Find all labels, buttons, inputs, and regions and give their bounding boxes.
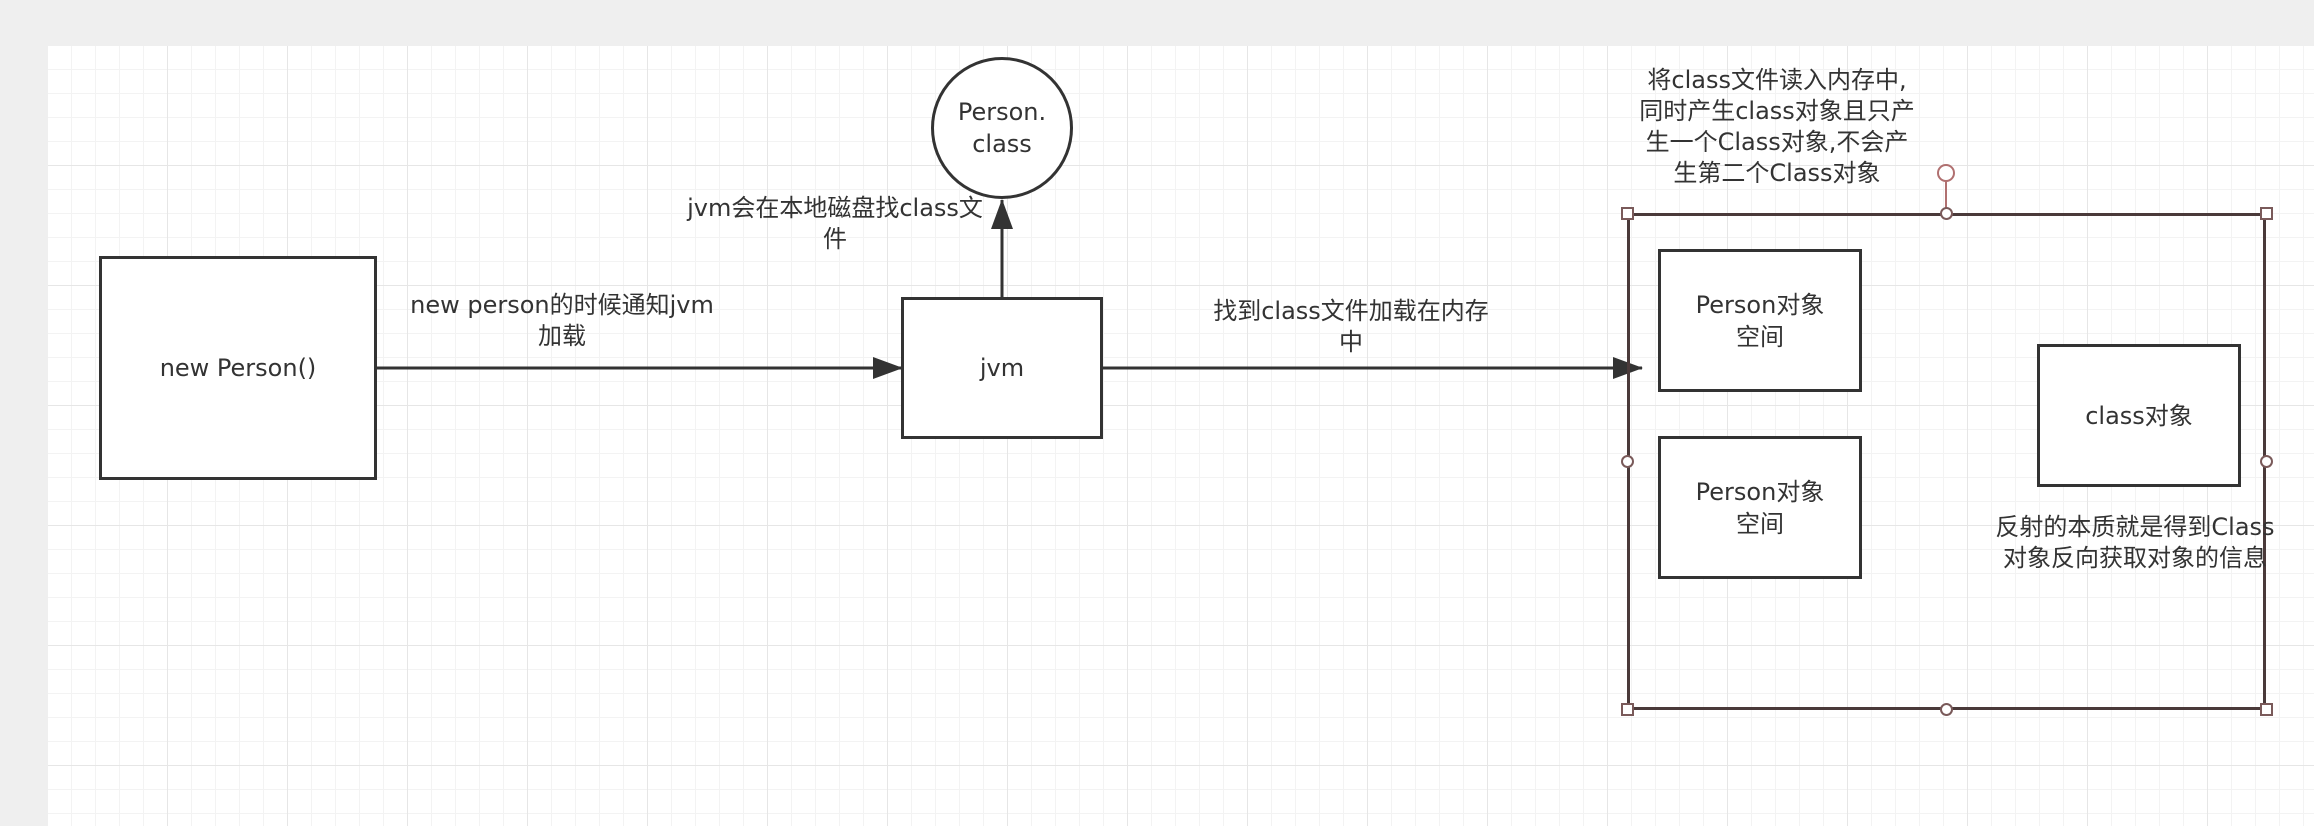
edge-label-jvm-to-memory: 找到class文件加载在内存 中 [1213, 297, 1489, 356]
resize-handle-ne[interactable] [2260, 207, 2273, 220]
resize-handle-se[interactable] [2260, 703, 2273, 716]
node-person-class-label-1: Person. [957, 98, 1047, 126]
rotate-handle-stem [1945, 181, 1947, 214]
node-person-space-2[interactable]: Person对象 空间 [1658, 436, 1862, 579]
node-new-person-label: new Person() [159, 354, 317, 382]
resize-handle-n[interactable] [1940, 207, 1953, 220]
node-new-person[interactable]: new Person() [99, 256, 377, 480]
node-jvm[interactable]: jvm [901, 297, 1103, 439]
note-reflection: 反射的本质就是得到Class 对象反向获取对象的信息 [1995, 513, 2275, 572]
rotate-handle[interactable] [1937, 164, 1955, 182]
resize-handle-w[interactable] [1621, 455, 1634, 468]
edge-label-jvm-to-class: jvm会在本地磁盘找class文 件 [687, 194, 983, 253]
node-person-class-label-2: class [972, 130, 1032, 158]
edge-label-new-to-jvm: new person的时候通知jvm 加载 [410, 291, 714, 350]
resize-handle-nw[interactable] [1621, 207, 1634, 220]
resize-handle-sw[interactable] [1621, 703, 1634, 716]
node-class-object[interactable]: class对象 [2037, 344, 2241, 487]
resize-handle-s[interactable] [1940, 703, 1953, 716]
node-jvm-label: jvm [979, 354, 1025, 382]
resize-handle-e[interactable] [2260, 455, 2273, 468]
node-person-class[interactable]: Person. class [931, 57, 1073, 199]
node-person-space-1[interactable]: Person对象 空间 [1658, 249, 1862, 392]
note-class-loading: 将class文件读入内存中, 同时产生class对象且只产 生一个Class对象… [1639, 66, 1915, 187]
grid-paper[interactable] [48, 46, 2314, 826]
